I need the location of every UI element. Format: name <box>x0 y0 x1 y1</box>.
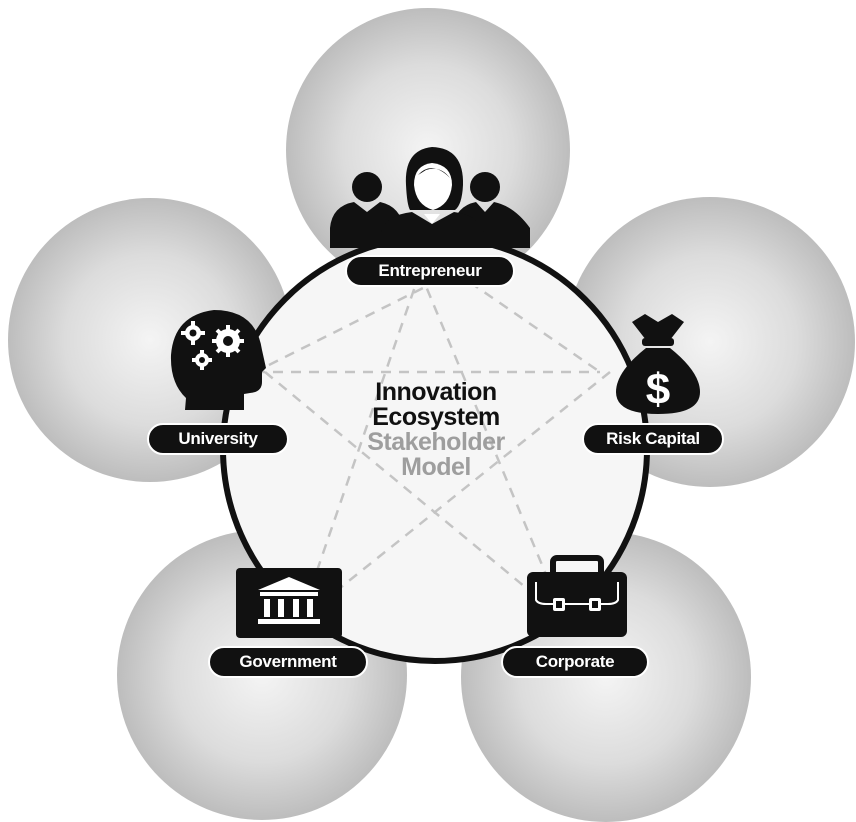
center-title: Innovation Ecosystem Stakeholder Model <box>318 380 554 480</box>
bubble-university <box>8 198 292 482</box>
label-entrepreneur: Entrepreneur <box>345 255 515 287</box>
briefcase-icon <box>527 555 627 637</box>
government-building-icon <box>236 568 342 638</box>
subtitle-line-1: Stakeholder <box>367 428 505 456</box>
subtitle-line-2: Model <box>401 453 471 481</box>
label-risk-capital: Risk Capital <box>582 423 724 455</box>
title-line-2: Ecosystem <box>372 403 500 431</box>
head-gears-icon <box>170 310 266 410</box>
dashed-star <box>254 270 611 621</box>
label-corporate: Corporate <box>501 646 649 678</box>
people-group-icon <box>330 147 530 248</box>
label-university: University <box>147 423 289 455</box>
svg-text:$: $ <box>646 365 670 414</box>
money-bag-icon: $ <box>616 314 700 414</box>
label-government: Government <box>208 646 368 678</box>
title-line-1: Innovation <box>375 378 497 406</box>
